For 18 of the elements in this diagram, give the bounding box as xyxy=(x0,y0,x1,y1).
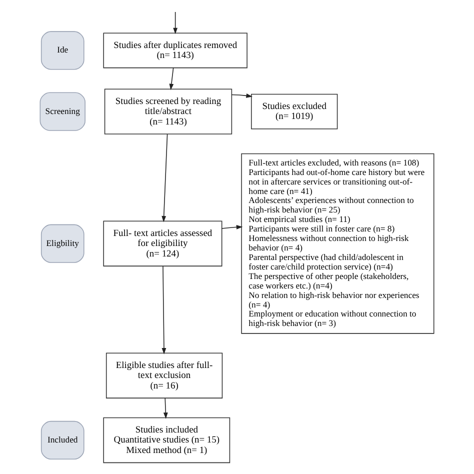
node-box: Full-text articles excluded, with reasons (n= 108) Participants had out-of-home care history but were not in aftercare services or transitioning out-of-home care (n= 41) Adolescents’ experiences without connection to high-risk behavior (n= 25) Not empirical studies (n= 11) Participants were still in foster care (n= 8) Homelessness without connection to high-risk behavior (n= 4) Parental perspective (had child/adolescent in foster care/child protection service) (n=4) The perspective of other people (stakeholders, case workers etc.) (n=4) No relation to high-risk behavior nor experiences (n= 4) Employment or education without connection to high-risk behavior (n= 3) xyxy=(241,153,434,334)
node-box: Studies after duplicates removed (n= 1143) xyxy=(103,32,248,68)
arrow xyxy=(221,224,243,230)
node-box: Screening xyxy=(40,92,86,131)
node-box: Full- text articles assessed for eligibility (n= 124) xyxy=(103,220,222,266)
arrow xyxy=(162,266,166,354)
node-box: Ide xyxy=(40,31,84,70)
arrow xyxy=(173,12,178,34)
arrow xyxy=(163,398,168,419)
node-box: Studies excluded (n= 1019) xyxy=(250,94,338,130)
node-box: Studies screened by reading title/abstract (n= 1143) xyxy=(104,88,232,134)
arrow xyxy=(162,134,168,222)
arrow xyxy=(169,67,174,90)
node-box: Studies included Quantitative studies (n= 15) Mixed method (n= 1) xyxy=(103,417,230,464)
node-box: Eligible studies after full-text exclusion (n= 16) xyxy=(106,352,223,398)
node-box: Eligbility xyxy=(40,224,84,263)
node-box: Included xyxy=(40,420,84,460)
arrow xyxy=(231,93,253,98)
